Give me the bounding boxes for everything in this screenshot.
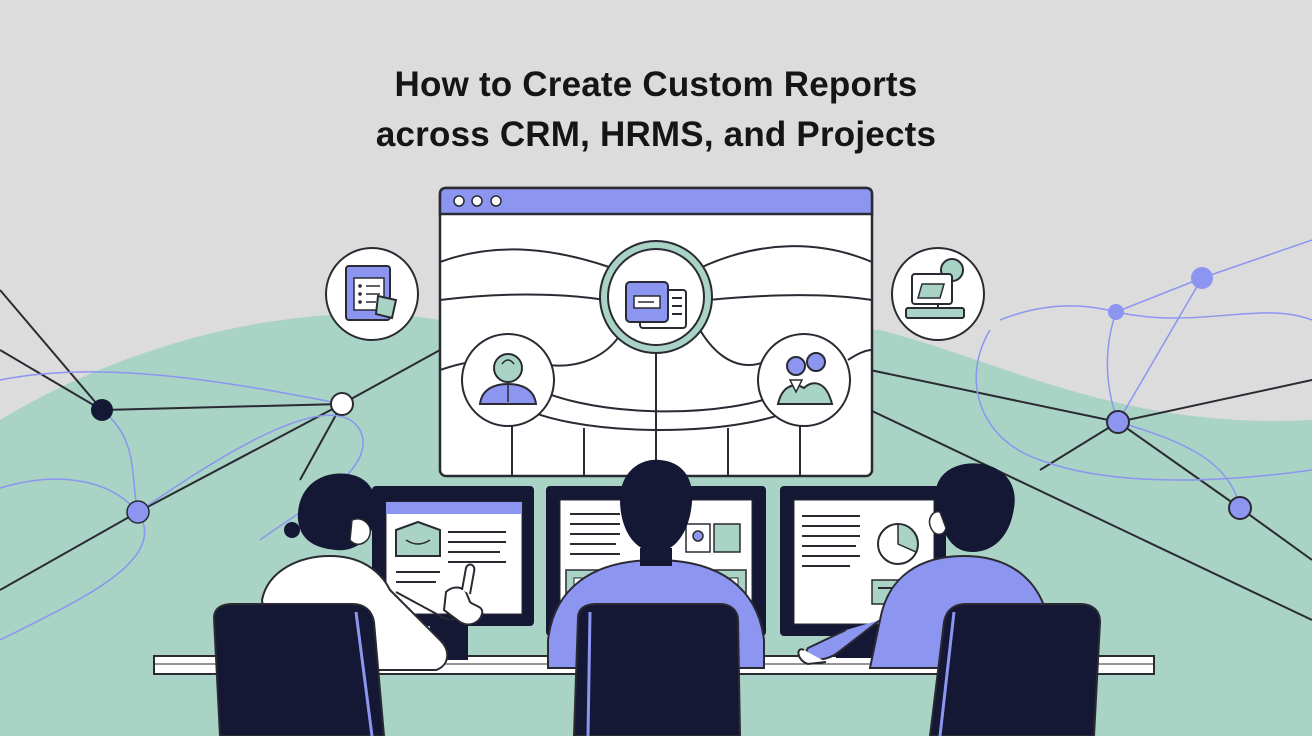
document-icon bbox=[325, 247, 419, 341]
network-node bbox=[330, 392, 354, 416]
person-icon bbox=[461, 333, 555, 427]
network-node bbox=[91, 399, 113, 421]
window-control-dot bbox=[453, 195, 465, 207]
window-control-dot bbox=[490, 195, 502, 207]
office-icon bbox=[891, 247, 985, 341]
network-node bbox=[1191, 267, 1213, 289]
network-lines-right bbox=[869, 369, 1312, 621]
network-node bbox=[1108, 304, 1124, 320]
report-icon bbox=[599, 240, 713, 354]
network-lines-left bbox=[0, 289, 441, 591]
window-control-dot bbox=[471, 195, 483, 207]
team-icon bbox=[757, 333, 851, 427]
right-chair bbox=[928, 603, 1102, 736]
network-node bbox=[1106, 410, 1130, 434]
title-line-1: How to Create Custom Reports bbox=[394, 65, 918, 104]
title-line-2: across CRM, HRMS, and Projects bbox=[375, 115, 937, 154]
right-monitor bbox=[780, 486, 946, 658]
network-node bbox=[1228, 496, 1252, 520]
page-title: How to Create Custom Reports across CRM,… bbox=[0, 60, 1312, 160]
left-chair bbox=[212, 603, 386, 736]
center-chair bbox=[572, 603, 742, 736]
network-node bbox=[126, 500, 150, 524]
network-curves-right bbox=[975, 239, 1312, 509]
left-monitor bbox=[372, 486, 534, 660]
